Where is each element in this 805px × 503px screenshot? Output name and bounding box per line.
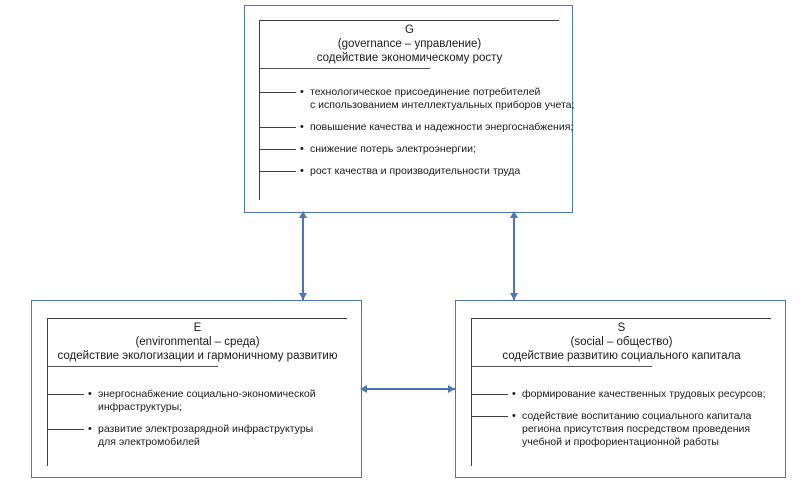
list-item: • рост качества и производительности тру…: [260, 165, 559, 178]
governance-bullet-list: • технологическое присоединение потребит…: [260, 68, 575, 178]
bullet-dot: •: [512, 410, 516, 422]
bullet-text: повышение качества и надежности энергосн…: [310, 121, 574, 134]
bullet-line: региона присутствия посредством проведен…: [522, 423, 751, 435]
bracket-tick: [48, 429, 84, 430]
bullet-dot: •: [512, 388, 516, 400]
list-item: • формирование качественных трудовых рес…: [472, 388, 771, 401]
social-header-rule: [472, 366, 652, 367]
bullet-dot: •: [88, 388, 92, 400]
arrowhead-up-icon: [299, 211, 307, 218]
environmental-header: E (environmental – среда) содействие эко…: [48, 318, 347, 367]
bullet-text: технологическое присоединение потребител…: [310, 86, 575, 112]
bracket-tick: [48, 394, 84, 395]
environmental-subtitle: (environmental – среда): [135, 336, 260, 348]
bullet-line: формирование качественных трудовых ресур…: [522, 388, 766, 400]
social-code: S: [617, 322, 626, 334]
list-item: • технологическое присоединение потребит…: [260, 86, 575, 112]
connector-shaft: [302, 213, 304, 300]
bullet-text: энергоснабжение социально-экономической …: [98, 388, 347, 414]
bracket-tick: [260, 127, 296, 128]
social-subtitle: (social – общество): [570, 336, 673, 348]
social-bullet-list: • формирование качественных трудовых рес…: [472, 366, 771, 449]
bullet-line: рост качества и производительности труда: [310, 165, 521, 177]
governance-subtitle: (governance – управление): [337, 38, 482, 50]
environmental-header-rule: [48, 366, 218, 367]
bullet-text: формирование качественных трудовых ресур…: [522, 388, 771, 401]
connector-shaft: [513, 213, 515, 300]
bullet-line: технологическое присоединение потребител…: [310, 86, 541, 98]
arrowhead-down-icon: [510, 293, 518, 300]
bullet-text: рост качества и производительности труда: [310, 165, 559, 178]
arrowhead-down-icon: [299, 293, 307, 300]
bullet-line: повышение качества и надежности энергосн…: [310, 121, 574, 133]
bullet-dot: •: [300, 86, 304, 98]
social-inner-bracket: S (social – общество) содействие развити…: [471, 318, 771, 466]
bullet-line: для электромобилей: [98, 436, 200, 448]
node-box-social[interactable]: S (social – общество) содействие развити…: [455, 300, 786, 478]
node-box-environmental[interactable]: E (environmental – среда) содействие эко…: [31, 300, 362, 478]
bullet-line: с использованием интеллектуальных прибор…: [310, 99, 575, 111]
bracket-tick: [260, 92, 296, 93]
bullet-text: содействие воспитанию социального капита…: [522, 410, 771, 449]
node-box-governance[interactable]: G (governance – управление) содействие э…: [244, 5, 575, 213]
list-item: • развитие электрозарядной инфраструктур…: [48, 423, 347, 449]
environmental-code: E: [193, 322, 202, 334]
social-header: S (social – общество) содействие развити…: [472, 318, 771, 367]
environmental-inner-bracket: E (environmental – среда) содействие эко…: [47, 318, 347, 466]
bracket-tick: [260, 149, 296, 150]
bullet-text: развитие электрозарядной инфраструктуры …: [98, 423, 347, 449]
bullet-dot: •: [88, 423, 92, 435]
bullet-line: энергоснабжение социально-экономической: [98, 388, 316, 400]
bullet-dot: •: [300, 165, 304, 177]
bracket-tick: [472, 394, 508, 395]
governance-header: G (governance – управление) содействие э…: [260, 20, 559, 69]
bullet-dot: •: [300, 121, 304, 133]
governance-header-rule: [260, 68, 430, 69]
bullet-line: снижение потерь электроэнергии;: [310, 143, 476, 155]
connector-shaft: [362, 388, 455, 390]
arrowhead-up-icon: [510, 211, 518, 218]
governance-code: G: [405, 24, 414, 36]
arrowhead-left-icon: [360, 385, 367, 393]
governance-inner-bracket: G (governance – управление) содействие э…: [259, 20, 575, 200]
bracket-tick: [472, 416, 508, 417]
list-item: • содействие воспитанию социального капи…: [472, 410, 771, 449]
bullet-line: учебной и профориентационной работы: [522, 436, 719, 448]
bullet-line: содействие воспитанию социального капита…: [522, 410, 752, 422]
bullet-line: развитие электрозарядной инфраструктуры: [98, 423, 314, 435]
environmental-tagline: содействие экологизации и гармоничному р…: [57, 350, 338, 362]
governance-tagline: содействие экономическому росту: [316, 52, 503, 64]
bullet-line: инфраструктуры;: [98, 401, 183, 413]
bracket-tick: [260, 171, 296, 172]
list-item: • снижение потерь электроэнергии;: [260, 143, 559, 156]
environmental-bullet-list: • энергоснабжение социально-экономическо…: [48, 366, 347, 449]
bullet-text: снижение потерь электроэнергии;: [310, 143, 559, 156]
list-item: • повышение качества и надежности энерго…: [260, 121, 574, 134]
bullet-dot: •: [300, 143, 304, 155]
social-tagline: содействие развитию социального капитала: [502, 350, 741, 362]
list-item: • энергоснабжение социально-экономическо…: [48, 388, 347, 414]
arrowhead-right-icon: [448, 385, 455, 393]
